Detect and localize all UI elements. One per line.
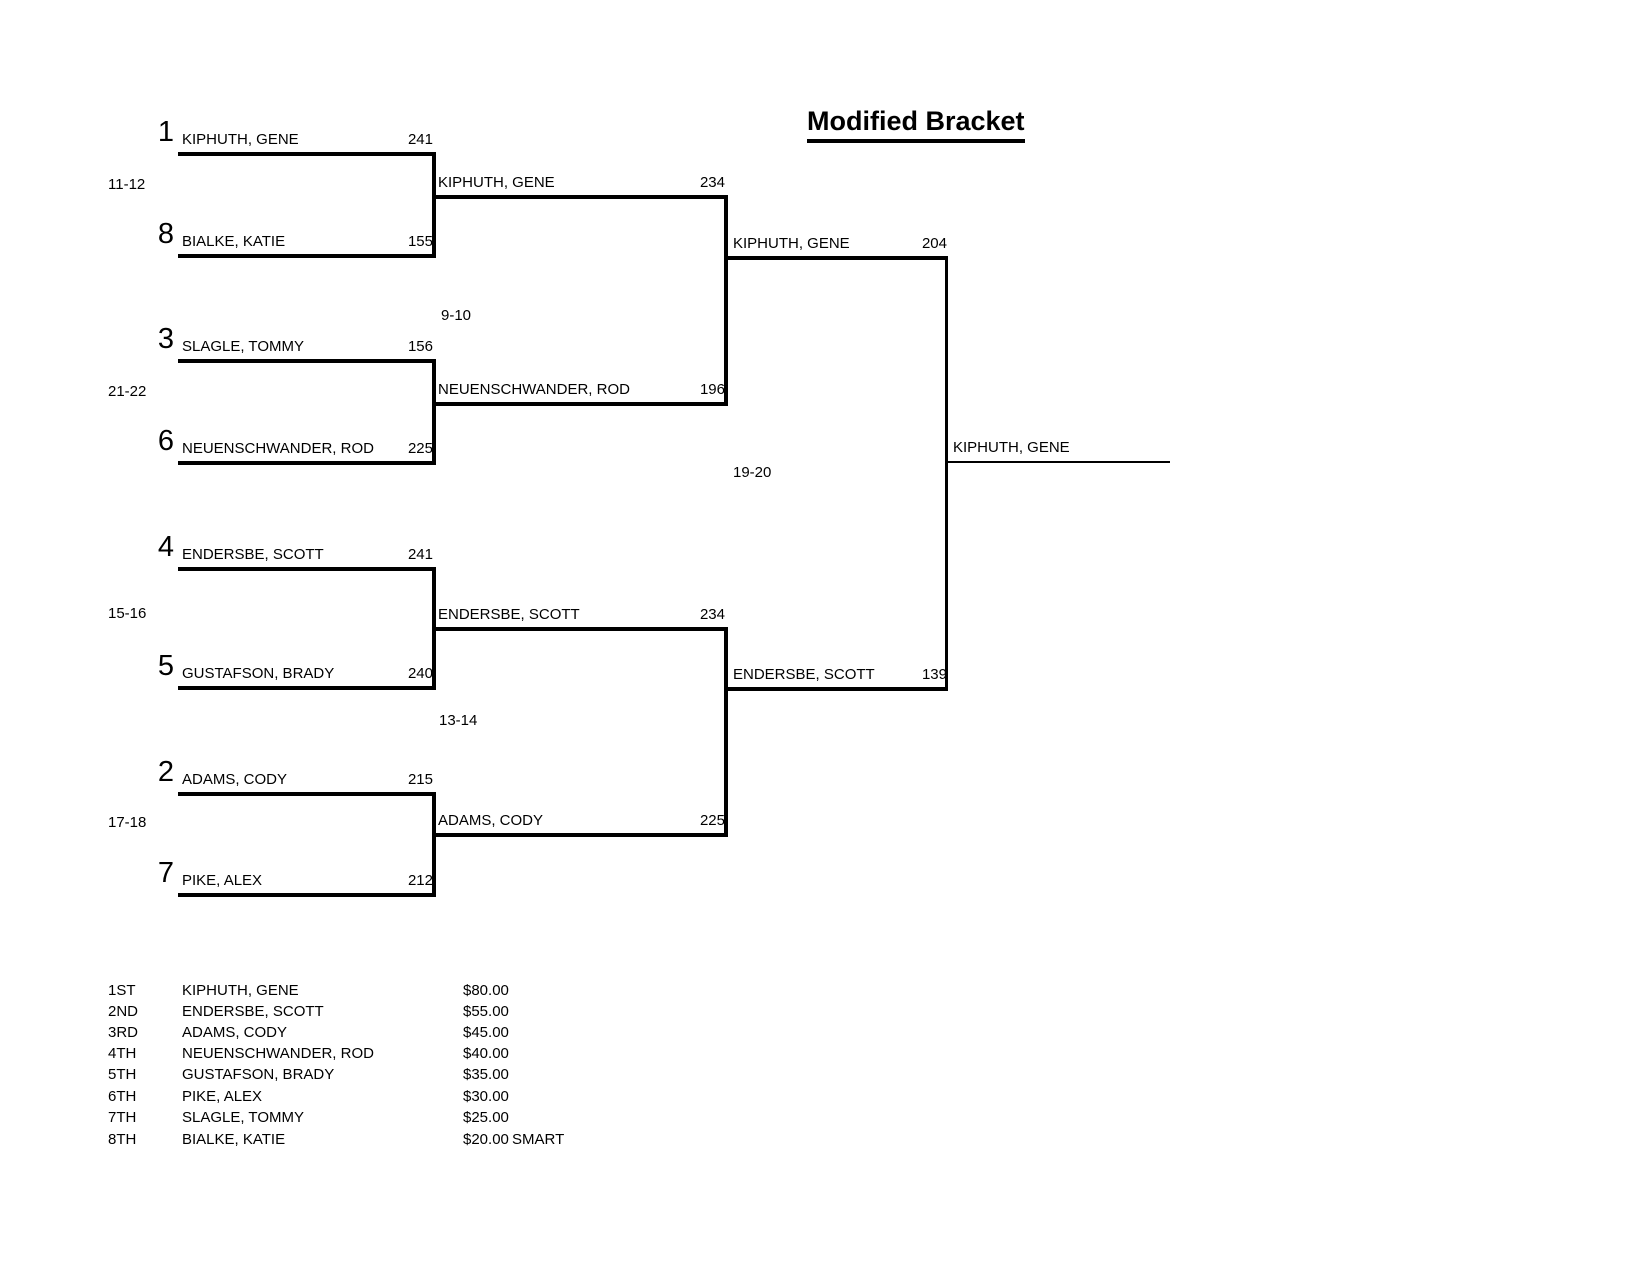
match-line [436, 195, 728, 199]
match-line [178, 152, 436, 156]
match-line [436, 402, 728, 406]
player-score: 234 [699, 174, 725, 191]
match-label: 21-22 [108, 383, 147, 400]
place-label: 5TH [108, 1066, 137, 1083]
player-score: 196 [699, 381, 725, 398]
player-name: NEUENSCHWANDER, ROD [182, 1045, 374, 1062]
player-name: SLAGLE, TOMMY [182, 1109, 304, 1126]
player-name: PIKE, ALEX [182, 872, 263, 889]
seed-number: 5 [157, 650, 174, 682]
player-name: SLAGLE, TOMMY [182, 338, 304, 355]
connector-line [724, 627, 728, 837]
player-score: 204 [921, 235, 947, 252]
place-label: 7TH [108, 1109, 137, 1126]
player-name: KIPHUTH, GENE [733, 235, 850, 252]
player-score: 225 [407, 440, 433, 457]
seed-number: 6 [157, 425, 174, 457]
player-name: ENDERSBE, SCOTT [733, 666, 875, 683]
place-label: 2ND [108, 1003, 139, 1020]
player-score: 139 [921, 666, 947, 683]
match-line [178, 461, 436, 465]
prize-amount: $40.00 [463, 1045, 509, 1062]
match-line [178, 359, 436, 363]
prize-amount: $25.00 [463, 1109, 509, 1126]
player-score: 156 [407, 338, 433, 355]
match-line [436, 627, 728, 631]
standings-note: SMART [512, 1131, 565, 1148]
prize-amount: $30.00 [463, 1088, 509, 1105]
player-name: ADAMS, CODY [182, 1024, 288, 1041]
prize-amount: $35.00 [463, 1066, 509, 1083]
champion-line [948, 461, 1170, 463]
player-score: 234 [699, 606, 725, 623]
player-score: 155 [407, 233, 433, 250]
match-line [178, 254, 436, 258]
player-name: NEUENSCHWANDER, ROD [438, 381, 630, 398]
player-score: 212 [407, 872, 433, 889]
connector-line [432, 152, 436, 258]
match-label: 19-20 [733, 464, 772, 481]
match-label: 11-12 [108, 176, 146, 193]
match-line [728, 256, 948, 260]
seed-number: 8 [157, 218, 174, 250]
match-line [178, 893, 436, 897]
match-label: 13-14 [439, 712, 478, 729]
player-name: ADAMS, CODY [182, 771, 288, 788]
prize-amount: $55.00 [463, 1003, 509, 1020]
player-score: 240 [407, 665, 433, 682]
connector-line [432, 359, 436, 465]
prize-amount: $45.00 [463, 1024, 509, 1041]
player-name: ADAMS, CODY [438, 812, 544, 829]
place-label: 8TH [108, 1131, 137, 1148]
seed-number: 7 [157, 857, 174, 889]
player-name: PIKE, ALEX [182, 1088, 263, 1105]
connector-line [432, 792, 436, 897]
seed-number: 3 [157, 323, 174, 355]
match-label: 15-16 [108, 605, 147, 622]
match-line [178, 567, 436, 571]
connector-line [432, 567, 436, 690]
place-label: 4TH [108, 1045, 137, 1062]
player-name: GUSTAFSON, BRADY [182, 1066, 335, 1083]
player-name: GUSTAFSON, BRADY [182, 665, 335, 682]
connector-line [724, 195, 728, 406]
connector-line [945, 256, 948, 690]
seed-number: 1 [157, 116, 174, 148]
player-name: NEUENSCHWANDER, ROD [182, 440, 374, 457]
seed-number: 2 [157, 756, 174, 788]
player-score: 241 [407, 131, 433, 148]
player-name: KIPHUTH, GENE [182, 131, 299, 148]
place-label: 3RD [108, 1024, 139, 1041]
prize-amount: $20.00 [463, 1131, 509, 1148]
player-score: 241 [407, 546, 433, 563]
match-line [728, 687, 948, 691]
match-label: 9-10 [441, 307, 472, 324]
match-label: 17-18 [108, 814, 147, 831]
place-label: 1ST [108, 982, 136, 999]
match-line [178, 686, 436, 690]
player-name: KIPHUTH, GENE [182, 982, 299, 999]
player-name: ENDERSBE, SCOTT [182, 1003, 324, 1020]
match-line [178, 792, 436, 796]
player-score: 225 [699, 812, 725, 829]
player-name: ENDERSBE, SCOTT [182, 546, 324, 563]
place-label: 6TH [108, 1088, 137, 1105]
player-name: ENDERSBE, SCOTT [438, 606, 580, 623]
seed-number: 4 [157, 531, 174, 563]
player-name: BIALKE, KATIE [182, 233, 286, 250]
champion-name: KIPHUTH, GENE [953, 439, 1070, 456]
player-name: BIALKE, KATIE [182, 1131, 286, 1148]
player-name: KIPHUTH, GENE [438, 174, 555, 191]
match-line [436, 833, 728, 837]
page-title: Modified Bracket [807, 106, 1025, 143]
player-score: 215 [407, 771, 433, 788]
prize-amount: $80.00 [463, 982, 509, 999]
